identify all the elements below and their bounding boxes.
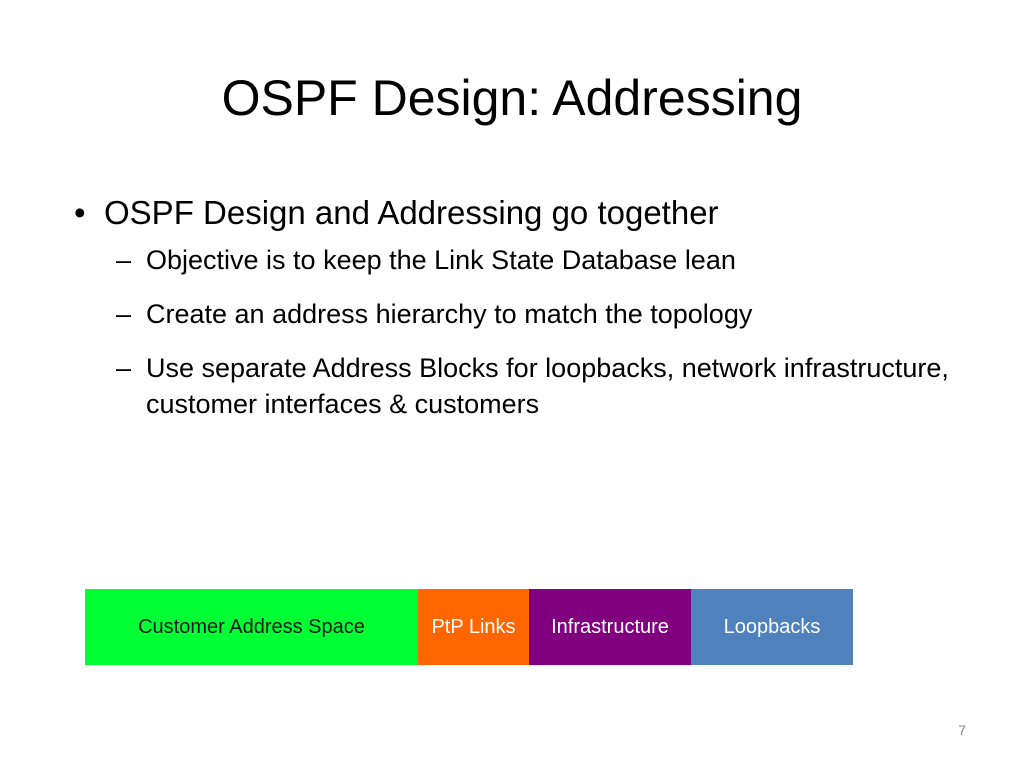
block-label: PtP Links: [431, 615, 516, 638]
bullet-marker: •: [74, 194, 86, 231]
block-infrastructure: Infrastructure: [529, 589, 691, 665]
block-customer-address-space: Customer Address Space: [85, 589, 418, 665]
sub-bullet-text: Create an address hierarchy to match the…: [146, 299, 753, 329]
sub-bullet-marker: –: [116, 299, 132, 329]
block-label: Customer Address Space: [138, 615, 365, 638]
sub-bullet-list: – Objective is to keep the Link State Da…: [116, 242, 974, 422]
block-label: Infrastructure: [551, 615, 669, 638]
block-label: Loopbacks: [723, 615, 821, 638]
slide-title: OSPF Design: Addressing: [221, 70, 803, 126]
bullet-text: OSPF Design and Addressing go together: [104, 194, 719, 231]
bullet-list: • OSPF Design and Addressing go together…: [74, 188, 974, 440]
sub-bullet-item: – Use separate Address Blocks for loopba…: [116, 350, 974, 422]
sub-bullet-item: – Objective is to keep the Link State Da…: [116, 242, 974, 278]
sub-bullet-marker: –: [116, 353, 132, 383]
bullet-item: • OSPF Design and Addressing go together: [74, 188, 974, 238]
sub-bullet-text: Use separate Address Blocks for loopback…: [146, 353, 949, 419]
sub-bullet-text: Objective is to keep the Link State Data…: [146, 245, 736, 275]
sub-bullet-marker: –: [116, 245, 132, 275]
page-number: 7: [958, 722, 966, 738]
sub-bullet-item: – Create an address hierarchy to match t…: [116, 296, 974, 332]
block-loopbacks: Loopbacks: [691, 589, 853, 665]
address-space-bar: Customer Address Space PtP Links Infrast…: [85, 589, 853, 665]
block-ptp-links: PtP Links: [418, 589, 529, 665]
